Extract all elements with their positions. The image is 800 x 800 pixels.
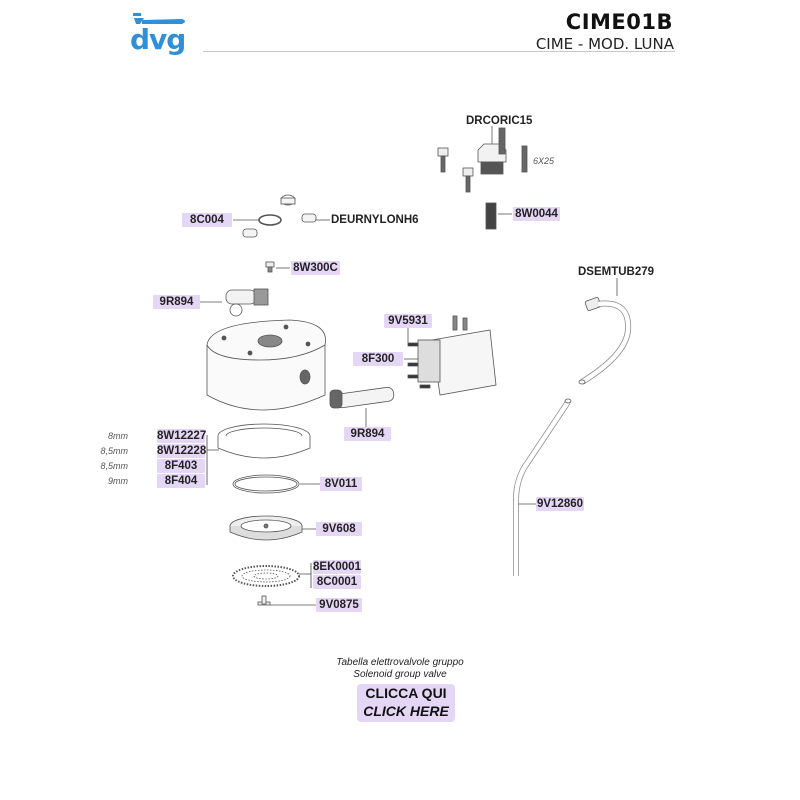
part-label-8v011[interactable]: 8V011 <box>320 477 362 491</box>
part-label-8w300c[interactable]: 8W300C <box>291 261 340 275</box>
part-label-8c004[interactable]: 8C004 <box>182 213 232 227</box>
part-label-gasket[interactable]: 8F403 <box>157 459 205 473</box>
model-name: CIME - MOD. LUNA <box>535 35 674 53</box>
header-divider <box>203 51 675 52</box>
part-label-8ek0001[interactable]: 8EK0001 <box>313 560 361 574</box>
drcoric15-fitting-drawing <box>437 126 528 230</box>
screw-size-label: 6X25 <box>532 156 554 166</box>
part-label-9v12860[interactable]: 9V12860 <box>536 497 584 511</box>
part-label-gasket[interactable]: 8W12228 <box>157 444 207 458</box>
solenoid-valve-drawing <box>404 315 497 396</box>
thick-gasket-drawing <box>206 423 311 485</box>
shower-holder-drawing <box>229 515 320 541</box>
curved-pipe-drawing <box>578 278 632 385</box>
part-label-8c0001[interactable]: 8C0001 <box>313 575 361 589</box>
part-label-9v608[interactable]: 9V608 <box>316 522 362 536</box>
part-label-deurnylonh6[interactable]: DEURNYLONH6 <box>331 214 419 226</box>
elbow-fitting-top-drawing <box>200 288 269 317</box>
part-label-9v0875[interactable]: 9V0875 <box>316 598 362 612</box>
8w300c-screw-drawing <box>265 261 290 273</box>
part-label-9v5931[interactable]: 9V5931 <box>384 314 432 328</box>
part-label-8f300[interactable]: 8F300 <box>353 352 403 366</box>
gasket-size: 8mm <box>108 431 128 441</box>
thin-gasket-drawing <box>232 474 320 494</box>
screw-9v0875-drawing <box>257 595 316 606</box>
group-body-drawing <box>206 319 326 411</box>
straight-pipe-drawing <box>513 398 572 576</box>
gasket-size: 8,5mm <box>100 461 128 471</box>
note-italian: Tabella elettrovalvole gruppo <box>336 657 464 668</box>
cta-label-it: CLICCA QUI <box>365 685 447 701</box>
model-code: CIME01B <box>565 10 673 34</box>
part-label-9r894-top[interactable]: 9R894 <box>153 295 200 309</box>
part-label-gasket[interactable]: 8W12227 <box>157 429 207 443</box>
click-here-button[interactable]: CLICCA QUI CLICK HERE <box>357 684 455 722</box>
portafilter-logo-icon <box>133 13 185 24</box>
elbow-fitting-bottom-drawing <box>329 386 395 428</box>
gasket-size: 8,5mm <box>100 446 128 456</box>
washers-drawing <box>233 194 330 238</box>
shower-screen-drawing <box>232 563 312 588</box>
part-label-gasket[interactable]: 8F404 <box>157 474 205 488</box>
part-label-drcoric15[interactable]: DRCORIC15 <box>466 115 533 127</box>
gasket-size: 9mm <box>108 476 128 486</box>
part-label-9r894-bottom[interactable]: 9R894 <box>344 427 391 441</box>
note-english: Solenoid group valve <box>353 669 447 680</box>
part-label-8w0044[interactable]: 8W0044 <box>513 207 560 221</box>
part-label-dsemtub279[interactable]: DSEMTUB279 <box>578 266 655 278</box>
cta-label-en: CLICK HERE <box>363 703 449 719</box>
logo-text: dvg <box>130 23 186 56</box>
